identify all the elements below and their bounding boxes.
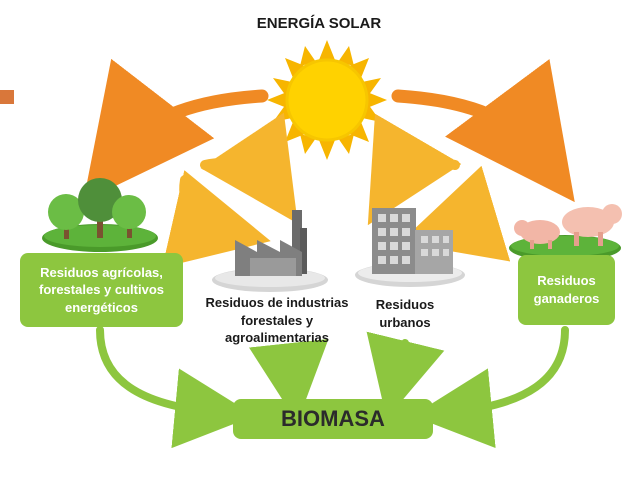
arrow-sun-to-agricola xyxy=(83,58,269,202)
sun-icon xyxy=(267,40,387,160)
title-energia-solar: ENERGÍA SOLAR xyxy=(256,15,382,32)
trees-icon xyxy=(42,178,158,252)
factory-icon xyxy=(212,210,328,292)
arrow-sun-to-urbanos-a xyxy=(367,113,462,226)
box-biomasa: BIOMASA xyxy=(233,399,433,439)
arrow-sun-to-industria-a xyxy=(200,112,298,224)
arrow-sun-to-urbanos-b xyxy=(400,165,511,262)
box-residuos-agricolas: Residuos agrícolas, forestales y cultivo… xyxy=(20,253,183,327)
arrow-industria-to-biomasa xyxy=(248,338,329,423)
box-residuos-ganaderos: Residuos ganaderos xyxy=(518,255,615,325)
arrow-agricola-to-biomasa xyxy=(96,326,255,449)
arrow-urbanos-to-biomasa xyxy=(366,331,445,419)
arrow-ganaderos-to-biomasa xyxy=(412,326,569,448)
label-residuos-urbanos: Residuos urbanos xyxy=(375,297,435,330)
arrow-sun-to-ganaderos xyxy=(391,59,575,203)
label-residuos-industrias: Residuos de industrias forestales y agro… xyxy=(205,295,349,346)
pigs-icon xyxy=(509,204,622,261)
buildings-icon xyxy=(355,208,465,287)
corner-marker xyxy=(0,90,14,104)
arrow-sun-to-industria-b xyxy=(162,170,271,268)
